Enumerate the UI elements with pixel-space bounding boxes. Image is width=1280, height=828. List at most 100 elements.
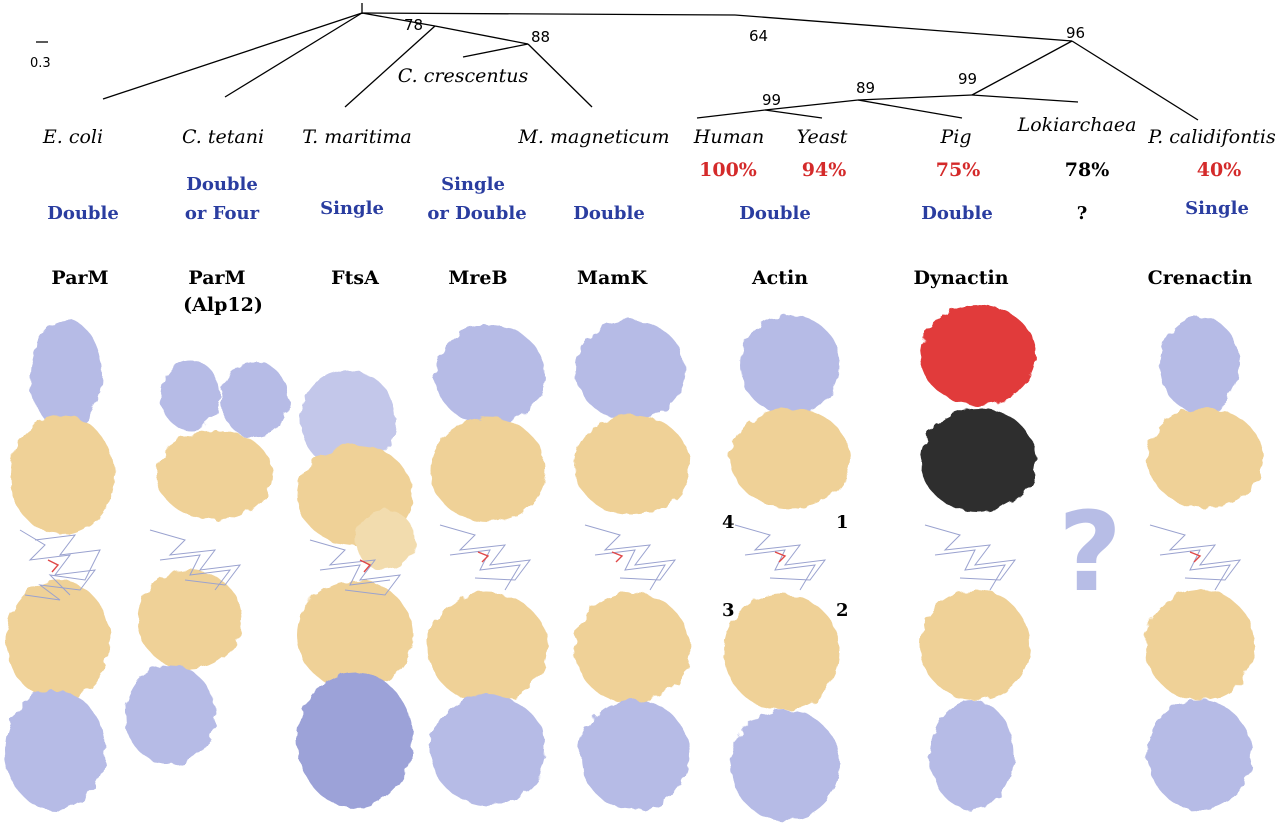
species-lokiarchaea: Lokiarchaea: [1017, 114, 1137, 136]
subunit-tan: [920, 590, 1030, 700]
branch-m-magneticum: [527, 43, 593, 108]
bootstrap-99-upper: 99: [958, 70, 977, 88]
protein-alp12-line1: ParM: [188, 267, 245, 289]
filament-crenactin: [1145, 317, 1263, 810]
ribbon-ftsa: [309, 539, 402, 596]
identity-p-calidifontis: 40%: [1197, 159, 1242, 181]
species-t-maritima: T. maritima: [302, 126, 412, 148]
identity-yeast: 94%: [802, 159, 847, 181]
branch-pig: [857, 99, 963, 119]
ribbon-crenactin: [1149, 524, 1242, 591]
unknown-structure-question-mark: ?: [1058, 488, 1122, 616]
subunit-dark: [920, 408, 1036, 512]
subunit-blue: [430, 695, 546, 805]
species-p-calidifontis: P. calidifontis: [1147, 126, 1276, 148]
filament-parm: [5, 320, 114, 810]
bootstrap-88: 88: [531, 28, 550, 46]
subunit-blue: [1160, 317, 1240, 413]
protein-crenactin: Crenactin: [1148, 267, 1253, 289]
protein-ftsa: FtsA: [331, 267, 379, 289]
species-c-tetani: C. tetani: [182, 126, 264, 148]
identity-human: 100%: [699, 159, 757, 181]
subunit-blue: [730, 710, 840, 820]
bootstrap-96: 96: [1066, 24, 1085, 42]
strand-mreb-line2: or Double: [427, 203, 526, 224]
filament-mreb: [428, 325, 548, 805]
ribbon-actin: [734, 524, 827, 591]
protein-alp12-line2: (Alp12): [183, 294, 263, 316]
subunit-blue: [5, 690, 105, 810]
phylogenetic-tree: [36, 3, 1199, 121]
protein-mreb: MreB: [448, 267, 507, 289]
subunit-label-2: 2: [836, 600, 849, 621]
bootstrap-64: 64: [749, 27, 768, 45]
subunit-blue: [580, 700, 690, 810]
bootstrap-78: 78: [404, 16, 423, 34]
scale-bar-label: 0.3: [30, 56, 51, 71]
subunit-tan: [574, 415, 690, 515]
strand-lokiarchaea: ?: [1077, 203, 1088, 224]
identity-lokiarchaea: 78%: [1065, 159, 1110, 181]
subunit-blue: [30, 320, 102, 430]
subunit-tan: [10, 415, 114, 535]
subunit-tan: [574, 593, 690, 703]
species-m-magneticum: M. magneticum: [517, 126, 669, 148]
branch-human: [696, 109, 766, 119]
subunit-tan: [297, 580, 413, 690]
protein-dynactin: Dynactin: [913, 267, 1008, 289]
subunit-tan: [1147, 408, 1263, 508]
strand-mamk: Double: [573, 203, 645, 224]
branch-c-crescentus: [462, 43, 529, 58]
branch-yeast: [764, 109, 823, 119]
ribbon-mamk: [584, 524, 677, 591]
subunit-tan: [138, 570, 242, 670]
subunit-tan: [730, 408, 850, 508]
subunit-label-3: 3: [722, 600, 735, 621]
subunit-tan: [428, 593, 548, 703]
subunit-blue: [930, 700, 1014, 810]
subunit-blue: [221, 362, 289, 438]
subunit-blue: [575, 320, 685, 420]
subunit-tan: [355, 510, 415, 570]
branch-node-78: [361, 12, 436, 27]
subunit-tan: [157, 430, 273, 520]
strand-alp12-line2: or Four: [185, 203, 260, 224]
strand-alp12-line1: Double: [186, 174, 258, 195]
subunit-tan: [1145, 590, 1255, 700]
protein-actin: Actin: [751, 267, 808, 289]
branch-node-88: [434, 25, 529, 45]
subunit-label-4: 4: [722, 512, 735, 533]
filament-actin: [724, 315, 850, 820]
subunit-tan: [724, 594, 840, 710]
species-human: Human: [693, 126, 764, 148]
branch-node-99a: [764, 99, 859, 111]
subunit-label-1: 1: [836, 512, 849, 533]
protein-mamk: MamK: [577, 267, 648, 289]
branch-t-maritima: [344, 25, 436, 108]
branch-node-64: [361, 12, 736, 16]
species-e-coli: E. coli: [42, 126, 103, 148]
ribbon-dynactin: [924, 524, 1017, 591]
subunit-blue: [1148, 700, 1252, 810]
subunit-blue: [435, 325, 545, 425]
branch-e-coli: [102, 12, 363, 100]
bootstrap-89: 89: [856, 79, 875, 97]
subunit-red: [920, 305, 1036, 405]
branch-node-99b: [971, 40, 1073, 96]
branch-node-96: [734, 14, 1073, 42]
identity-pig: 75%: [936, 159, 981, 181]
protein-parm: ParM: [51, 267, 108, 289]
ribbon-mreb: [439, 524, 532, 591]
branch-node-89: [857, 94, 973, 101]
species-pig: Pig: [939, 126, 971, 148]
branch-lokiarchaea: [971, 94, 1079, 103]
subunit-blue: [300, 370, 396, 470]
subunit-blue: [297, 672, 413, 808]
strand-crenactin: Single: [1185, 198, 1249, 219]
branch-p-calidifontis: [1071, 40, 1199, 121]
filament-mamk: [574, 320, 690, 810]
ribbon-parm: [19, 529, 101, 601]
strand-mreb-line1: Single: [441, 174, 505, 195]
strand-actin: Double: [739, 203, 811, 224]
